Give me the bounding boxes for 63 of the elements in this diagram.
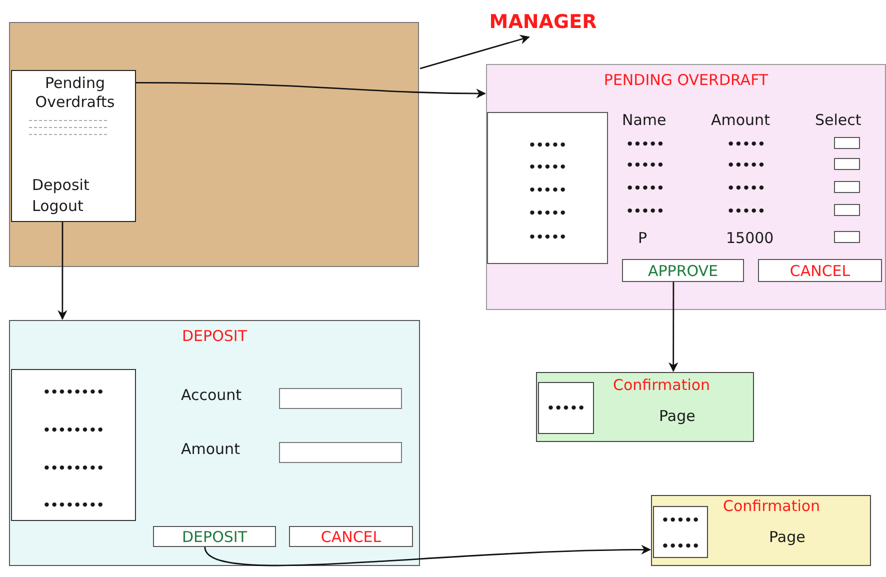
placeholder-dots: ••••• xyxy=(527,207,568,219)
menu-box xyxy=(11,70,136,222)
input-field xyxy=(279,442,402,463)
checkbox xyxy=(834,231,860,243)
heading-text: MANAGER xyxy=(473,8,613,36)
menu-item: Deposit xyxy=(32,178,90,193)
list-box xyxy=(538,382,594,434)
placeholder-dots: ••••• xyxy=(527,184,568,196)
page-title: Page xyxy=(769,530,806,545)
placeholder-dots: •••••••• xyxy=(42,386,106,398)
checkbox xyxy=(834,137,860,149)
arrow xyxy=(204,544,651,566)
table-cell: 15000 xyxy=(726,231,774,246)
placeholder-dots: ••••• xyxy=(527,139,568,151)
list-box xyxy=(487,112,608,264)
button: CANCEL xyxy=(289,526,413,547)
placeholder-dots: ••••• xyxy=(626,138,664,150)
field-label: Account xyxy=(181,388,242,403)
placeholder-dots: ••••• xyxy=(626,159,664,171)
screen-panel xyxy=(9,22,419,267)
placeholder-dots: ••••• xyxy=(527,231,568,243)
button: APPROVE xyxy=(622,259,744,282)
placeholder-dots: ••••• xyxy=(527,161,568,173)
list-box xyxy=(653,506,708,558)
list-box xyxy=(11,369,136,521)
placeholder-dots: •••••••• xyxy=(42,499,106,511)
page-title: Confirmation xyxy=(613,378,710,393)
column-header: Name xyxy=(622,113,666,128)
confirmation-page xyxy=(536,372,754,442)
arrow xyxy=(58,222,68,320)
button: DEPOSIT xyxy=(153,526,276,547)
button: CANCEL xyxy=(758,259,882,282)
screen-panel xyxy=(486,64,886,310)
panel-title: PENDING OVERDRAFT xyxy=(602,73,770,88)
arrow xyxy=(668,282,678,372)
placeholder-dots: ••••• xyxy=(660,514,701,526)
placeholder-dots: ••••• xyxy=(727,159,766,171)
placeholder-dots: ••••• xyxy=(727,138,766,150)
column-header: Amount xyxy=(711,113,770,128)
input-field xyxy=(279,388,402,409)
placeholder-dots: ••••• xyxy=(660,540,701,552)
confirmation-page xyxy=(651,495,871,566)
placeholder-dots: ••••• xyxy=(546,402,586,414)
menu-item: Pending Overdrafts xyxy=(34,74,116,112)
placeholder-dots: ••••• xyxy=(727,205,766,217)
placeholder-dots: •••••••• xyxy=(42,462,106,474)
arrow xyxy=(420,34,530,70)
screen-panel xyxy=(9,320,420,566)
table-cell: P xyxy=(638,231,648,246)
page-title: Confirmation xyxy=(723,499,820,514)
menu-item: Logout xyxy=(32,199,84,214)
field-label: Amount xyxy=(181,442,240,457)
checkbox xyxy=(834,204,860,216)
panel-title: DEPOSIT xyxy=(181,329,248,344)
checkbox xyxy=(834,158,860,170)
placeholder-dots: ••••• xyxy=(727,182,766,194)
checkbox xyxy=(834,181,860,193)
placeholder-dots: ••••• xyxy=(626,205,664,217)
page-title: Page xyxy=(659,409,696,424)
placeholder-dots: •••••••• xyxy=(42,424,106,436)
arrow xyxy=(136,82,486,98)
placeholder-dots: ••••• xyxy=(626,182,664,194)
column-header: Select xyxy=(815,113,862,128)
